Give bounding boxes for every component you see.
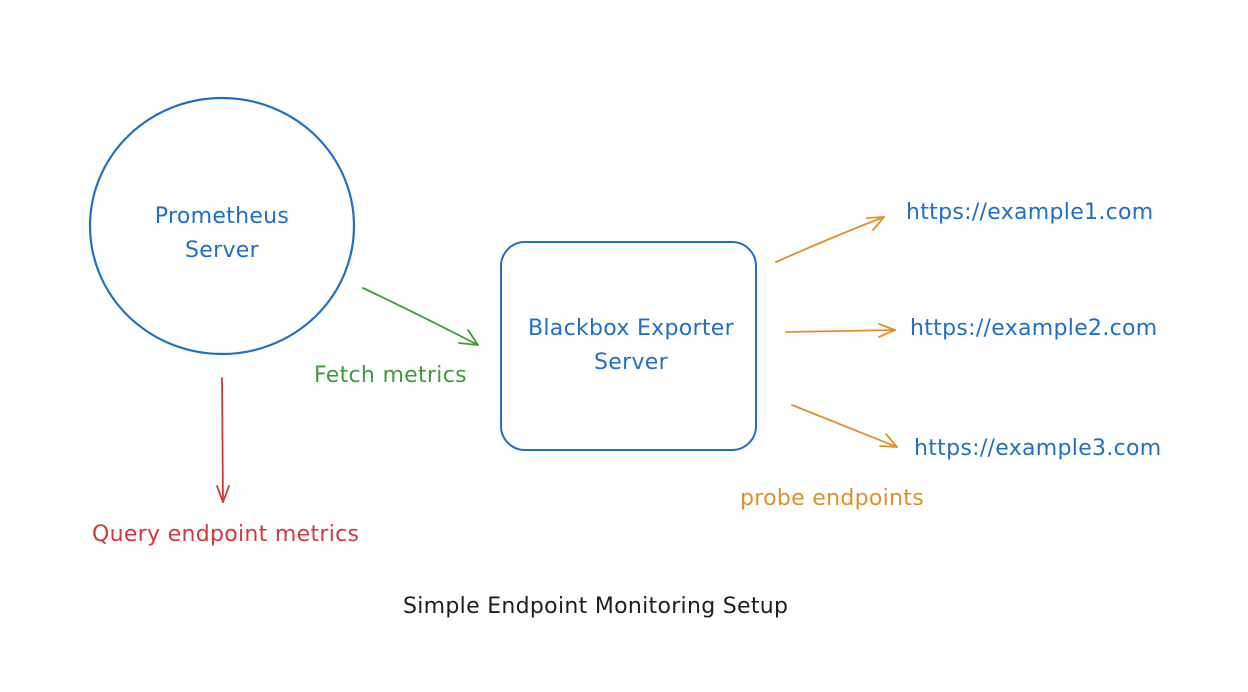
probe-arrow-3 [791,404,898,448]
prometheus-label-line2: Server [185,238,259,263]
diagram-caption: Simple Endpoint Monitoring Setup [403,594,789,619]
fetch-arrow [362,287,479,346]
blackbox-label-line1: Blackbox Exporter [528,316,734,341]
fetch-metrics-label: Fetch metrics [314,363,467,388]
probe-arrow-1 [775,216,885,263]
endpoint-label-1: https://example1.com [906,200,1154,225]
prometheus-label-line1: Prometheus [154,204,290,229]
probe-endpoints-label: probe endpoints [740,486,924,511]
prometheus-node-label: Prometheus Server [112,200,332,268]
endpoint-label-3: https://example3.com [914,436,1162,461]
probe-arrow-2 [785,323,896,338]
blackbox-node-label: Blackbox Exporter Server [501,312,761,380]
endpoint-label-2: https://example2.com [910,316,1158,341]
prometheus-node-shape [88,96,356,356]
query-metrics-label: Query endpoint metrics [92,522,360,547]
query-arrow [216,377,230,503]
blackbox-label-line2: Server [594,350,668,375]
blackbox-node-shape [500,241,757,451]
